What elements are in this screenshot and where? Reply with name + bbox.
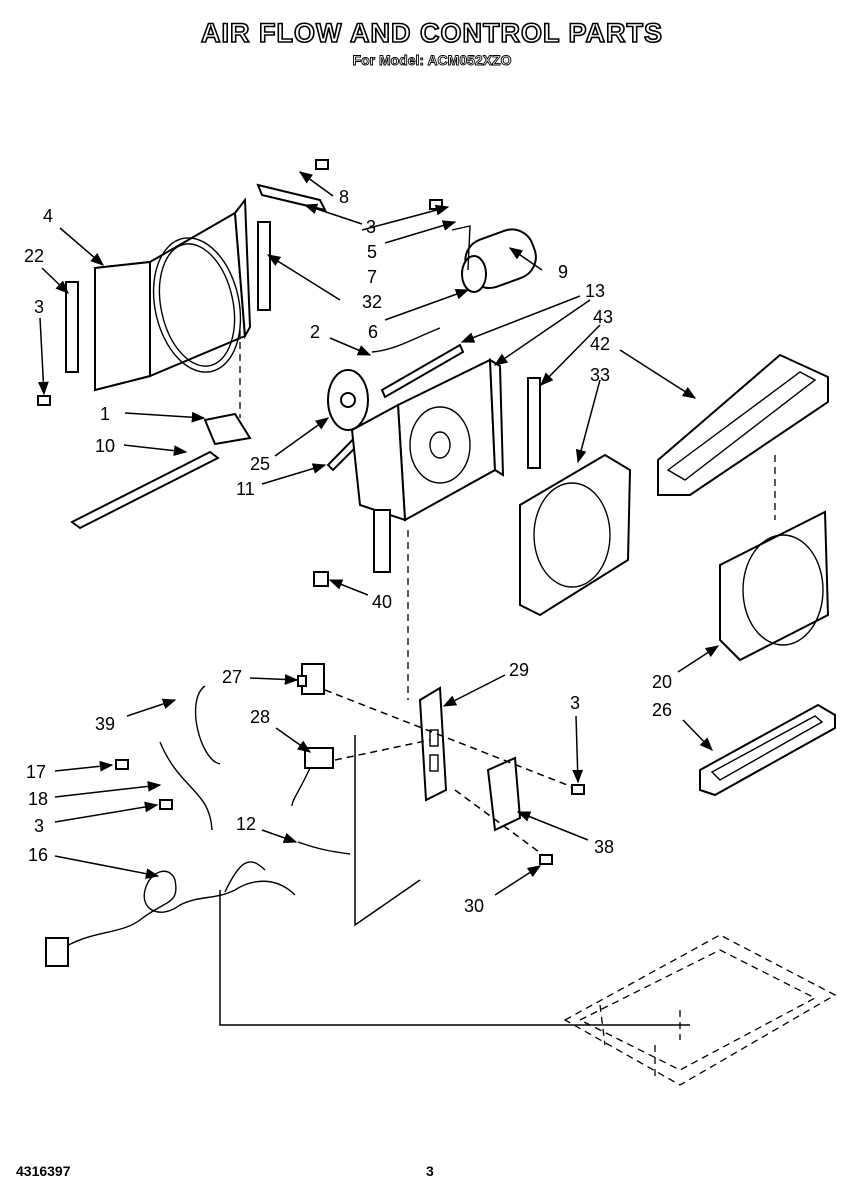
callout-25: 25 [250,454,270,474]
callout-30: 30 [464,896,484,916]
callout-20: 20 [652,672,672,692]
callout-32: 32 [362,292,382,312]
thermostat-28 [291,747,334,807]
callout-8: 8 [339,187,349,207]
callout-39: 39 [95,714,115,734]
callout-28: 28 [250,707,270,727]
grille-20 [719,510,830,662]
page-title: AIR FLOW AND CONTROL PARTS [200,17,663,49]
callout-17: 17 [26,762,46,782]
filter-26 [699,703,836,797]
switch-27 [297,663,325,695]
callout-22: 22 [24,246,44,266]
shroud-13 [350,358,505,573]
front-panel-part [94,197,252,392]
ground-wire-18 [159,741,213,831]
bracket-part [256,183,327,212]
seal-strip-22 [65,281,79,373]
part-40 [313,571,329,587]
power-cord-16 [45,861,296,967]
callout-16: 16 [28,845,48,865]
seal-strip-43 [527,377,541,469]
callout-7: 7 [367,267,377,287]
callout-3: 3 [34,816,44,836]
part-2-clip [371,327,441,353]
model-subtitle: For Model: ACM052XZO [352,52,512,69]
screw-30 [539,854,553,865]
fan-hub-25 [327,369,369,431]
callout-3: 3 [570,693,580,713]
callout-27: 27 [222,667,242,687]
screw-3-top [429,199,443,210]
page-number: 3 [426,1163,434,1179]
callout-3: 3 [34,297,44,317]
screw-3-right [571,784,585,795]
callout-11: 11 [236,479,255,499]
callout-6: 6 [368,322,378,342]
air-deflector-42 [657,353,829,496]
callout-5: 5 [367,242,377,262]
callout-18: 18 [28,789,48,809]
callout-13: 13 [585,281,605,301]
screw-3-left [37,395,51,406]
callout-labels: 8 3 5 7 9 32 6 13 43 42 33 4 22 3 2 1 10… [24,187,672,916]
callout-1: 1 [100,404,110,424]
callout-12: 12 [236,814,256,834]
seal-strip-32 [257,221,271,311]
callout-33: 33 [590,365,610,385]
callout-38: 38 [594,837,614,857]
tube-12 [297,841,351,855]
callout-2: 2 [310,322,320,342]
leader-lines [37,171,720,896]
callout-40: 40 [372,592,392,612]
rail-10 [70,450,220,530]
callout-4: 4 [43,206,53,226]
document-part-number: 4316397 [16,1163,71,1179]
callout-3: 3 [366,217,376,237]
part-1 [203,412,252,446]
capacitor-part [451,225,537,293]
chassis-base [563,934,837,1086]
callout-9: 9 [558,262,568,282]
callout-29: 29 [509,660,529,680]
callout-42: 42 [590,334,610,354]
screw-3-lower [159,799,173,810]
control-bracket-29 [418,686,448,802]
callout-10: 10 [95,436,115,456]
callout-26: 26 [652,700,672,720]
screw-8-part [315,159,329,170]
screw-17 [115,759,129,770]
callout-43: 43 [593,307,613,327]
cover-38 [486,756,522,832]
duct-33 [519,453,632,617]
wire-39 [194,685,221,765]
strip-9 [380,343,465,399]
